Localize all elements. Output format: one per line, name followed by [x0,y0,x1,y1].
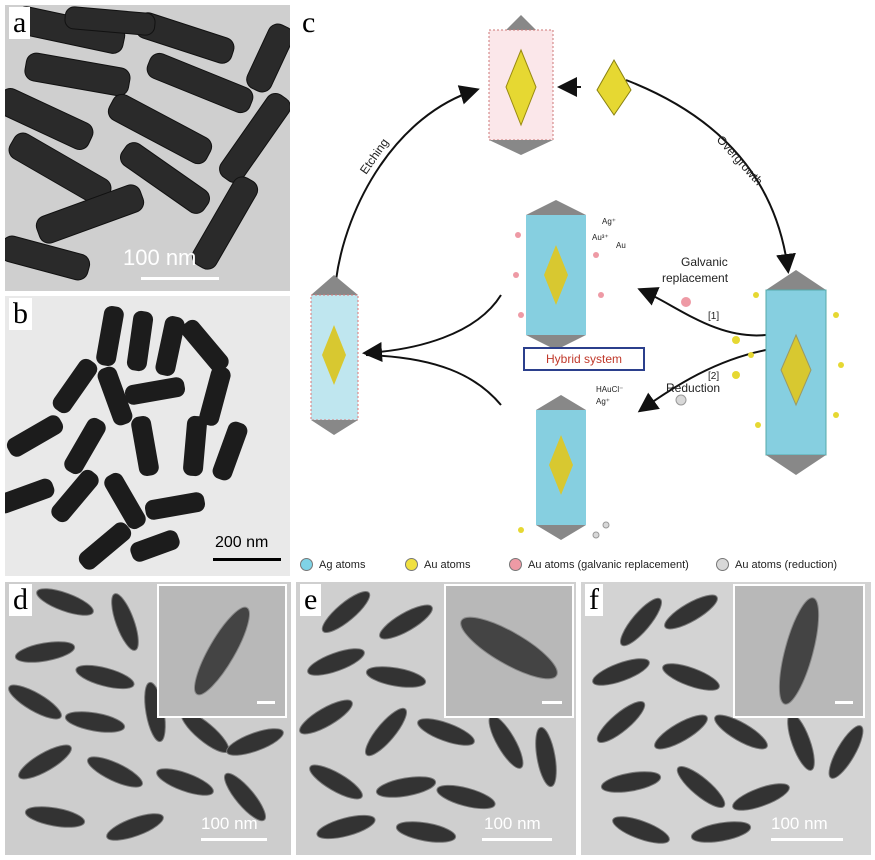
step1-label: [1] [708,311,720,322]
panel-f-letter: f [585,584,603,616]
overgrowth-arrow [625,79,796,274]
legend-item-ag: Ag atoms [300,558,365,571]
panel-b-scale-bar [213,558,281,561]
legend-item-au-galvanic: Au atoms (galvanic replacement) [509,558,689,571]
panel-a-scale-label: 100 nm [123,245,197,270]
ag-plus-label: Ag⁺ [602,217,617,226]
panel-e-inset-image [460,616,558,680]
au3-plus-label: Au³⁺ [592,233,609,242]
panel-f-scale-bar [771,838,843,841]
step2-label: [2] [708,371,720,382]
panel-d-inset [157,584,287,718]
au-atom-swatch [405,558,418,571]
hybrid-system-label: Hybrid system [523,347,645,371]
legend-au-label: Au atoms [424,558,471,571]
panel-a-micrograph [5,6,290,281]
panel-d-inset-image [194,606,250,696]
etched-particle [488,15,554,155]
panel-b: b 200 nm [5,296,290,576]
etching-arrow [335,85,480,281]
galvanic-arrow [637,287,767,337]
panel-b-letter: b [9,298,32,330]
haucl-label: HAuCl⁻ [596,385,624,394]
galvanic-label-line1: Galvanic [681,255,728,269]
panel-f-inset-scale-bar [835,701,853,704]
panel-c: Etching Overgrowth c Galvanic replacemen… [296,5,871,580]
panel-d-inset-scale-bar [257,701,275,704]
panel-e-scale-label: 100 nm [484,814,541,833]
legend-ag-label: Ag atoms [319,558,366,571]
galvanic-particle [513,200,740,350]
panel-f-inset-image [778,597,820,705]
panel-f-inset [733,584,865,718]
overgrowth-label: Overgrowth [714,133,766,188]
au-seed [596,58,632,116]
ag-atom-swatch [300,558,313,571]
au-small-label: Au [616,241,626,250]
panel-d-scale-label: 100 nm [201,814,258,833]
panel-d-scale-bar [201,838,267,841]
ag-small-label: Ag⁺ [596,397,611,406]
reduction-label: Reduction [666,381,721,395]
panel-e-letter: e [300,584,322,616]
panel-f: f 100 nm [581,582,871,855]
panel-d: d 100 nm [5,582,291,855]
panel-f-micrograph [592,594,864,844]
au-galvanic-swatch [509,558,522,571]
hybrid-to-etch-arrow [362,294,502,363]
panel-c-schematic: Etching Overgrowth [310,15,844,540]
panel-b-micrograph [5,305,248,570]
panel-f-scale-label: 100 nm [771,814,828,833]
panel-e-inset-scale-bar [542,701,562,704]
reduction-particle [518,371,740,540]
panel-a: a 100 nm [5,5,290,291]
panel-e-inset [444,584,574,718]
panel-a-letter: a [9,7,31,39]
legend-item-au-reduction: Au atoms (reduction) [716,558,837,571]
hybrid-left-particle [310,275,359,435]
reduction-arrow [637,349,767,413]
legend-au-reduction-label: Au atoms (reduction) [735,558,838,571]
panel-a-scale-bar [141,277,219,280]
panel-b-scale-label: 200 nm [215,534,269,551]
legend: Ag atoms Au atoms Au atoms (galvanic rep… [298,558,870,576]
panel-e-micrograph [299,591,557,843]
panel-c-letter: c [298,7,320,39]
panel-d-letter: d [9,584,32,616]
panel-e-scale-bar [482,838,552,841]
galvanic-label-line2: replacement [662,271,729,285]
au-reduction-swatch [716,558,729,571]
ag-overgrown-particle [748,270,844,475]
panel-e: e 100 nm [296,582,576,855]
legend-item-au: Au atoms [405,558,470,571]
legend-au-galvanic-label: Au atoms (galvanic replacement) [528,558,689,571]
